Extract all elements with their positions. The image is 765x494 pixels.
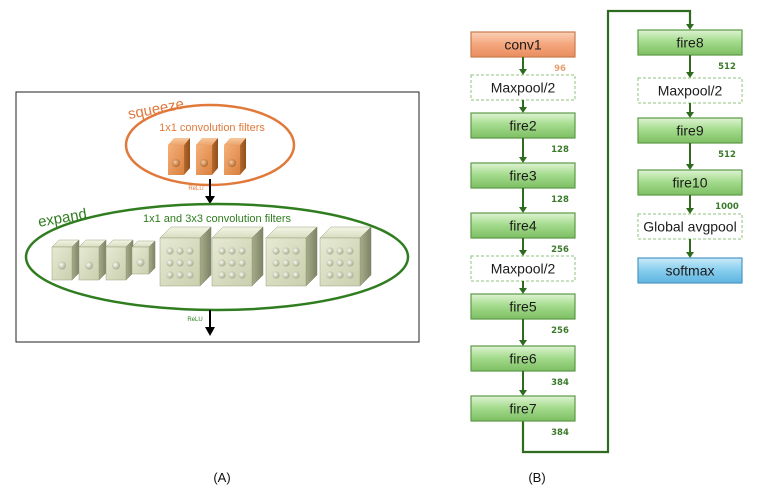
channel-count: 256 <box>551 245 569 255</box>
column-link-path <box>521 9 692 454</box>
arrowhead <box>686 252 694 258</box>
squeeze-filters <box>168 138 246 175</box>
layer-box <box>470 31 576 58</box>
layer-label: fire7 <box>509 401 536 417</box>
layer-fire7: fire7 384 <box>470 395 576 438</box>
channel-count: 128 <box>551 195 569 205</box>
relu-bottom-label: ReLU <box>187 317 202 323</box>
panel-b-caption: (B) <box>528 470 545 485</box>
layer-fire4: fire4 256 <box>470 212 576 256</box>
layer-label: fire5 <box>509 299 536 315</box>
layer-label: fire3 <box>509 168 536 184</box>
arrowhead <box>686 112 694 118</box>
layer-maxpool-1: Maxpool/2 <box>470 74 576 113</box>
layer-fire9: fire9 512 <box>637 117 743 170</box>
layer-label: fire4 <box>509 218 536 234</box>
channel-count: 384 <box>551 378 569 388</box>
layer-softmax: softmax <box>637 257 743 284</box>
layer-label: fire2 <box>509 118 536 134</box>
arrowhead <box>519 340 527 346</box>
layer-maxpool-2: Maxpool/2 <box>470 255 576 294</box>
layer-label: fire6 <box>509 351 536 367</box>
layer-fire5: fire5 256 <box>470 293 576 346</box>
expand-filter-cube <box>265 226 318 287</box>
squeeze-filters-label: 1x1 convolution filters <box>159 122 265 134</box>
expand-filters <box>51 226 372 287</box>
channel-count: 512 <box>718 150 736 160</box>
layer-label: fire10 <box>672 175 707 191</box>
layer-box <box>637 77 743 104</box>
panel-a-frame <box>15 91 420 343</box>
squeeze-filter-cube <box>168 138 190 175</box>
arrowhead <box>519 157 527 163</box>
layer-label: Global avgpool <box>643 219 736 235</box>
layer-conv1: conv1 96 <box>470 31 576 75</box>
panel-a-caption: (A) <box>213 470 230 485</box>
expand-filter-cube <box>51 239 80 281</box>
channel-count: 1000 <box>715 202 739 212</box>
expand-filter-cube <box>78 239 107 281</box>
layer-label: Maxpool/2 <box>491 261 556 277</box>
arrowhead <box>519 107 527 113</box>
expand-filter-cube <box>105 239 134 281</box>
layer-box <box>637 257 743 284</box>
layer-label: conv1 <box>504 37 542 53</box>
layer-fire2: fire2 128 <box>470 112 576 163</box>
layer-fire10: fire10 1000 <box>637 169 743 214</box>
layer-box <box>470 162 576 189</box>
layer-box <box>470 395 576 422</box>
expand-filters-label: 1x1 and 3x3 convolution filters <box>143 213 291 225</box>
arrowhead <box>519 288 527 294</box>
layer-fire8: fire8 512 <box>637 29 743 78</box>
layer-box <box>637 117 743 144</box>
layer-global-avgpool: Global avgpool <box>637 213 743 258</box>
expand-filter-cube <box>211 226 264 287</box>
panel-a: squeeze 1x1 convolution filters <box>15 91 420 485</box>
expand-filter-cube <box>319 226 372 287</box>
arrowhead <box>519 250 527 256</box>
layer-label: Maxpool/2 <box>491 80 556 96</box>
layer-fire6: fire6 384 <box>470 345 576 396</box>
layer-label: softmax <box>665 263 714 279</box>
arrowhead <box>686 72 694 78</box>
arrowhead <box>519 69 527 75</box>
layer-box <box>470 74 576 101</box>
layer-label: fire9 <box>676 123 703 139</box>
squeeze-filter-cube <box>224 138 246 175</box>
expand-ellipse <box>24 202 410 312</box>
layer-label: Maxpool/2 <box>658 83 723 99</box>
arrowhead <box>686 24 694 30</box>
layer-box <box>470 293 576 320</box>
channel-count: 96 <box>554 64 566 74</box>
relu-top-label: ReLU <box>188 186 203 192</box>
arrowhead <box>205 327 215 336</box>
layer-maxpool-3: Maxpool/2 <box>637 77 743 118</box>
arrowhead <box>205 196 215 204</box>
arrowhead <box>686 164 694 170</box>
layer-box <box>637 213 743 240</box>
channel-count: 256 <box>551 326 569 336</box>
arrowhead <box>519 207 527 213</box>
expand-filter-cube <box>131 240 156 275</box>
expand-filter-cube <box>159 226 212 287</box>
channel-count: 128 <box>551 145 569 155</box>
squeeze-filter-cube <box>196 138 218 175</box>
layer-label: fire8 <box>676 35 703 51</box>
layer-box <box>637 29 743 56</box>
channel-count: 512 <box>718 62 736 72</box>
network-column-2: fire8512Maxpool/2fire9512fire101000Globa… <box>637 29 743 284</box>
channel-count: 384 <box>551 428 569 438</box>
arrowhead <box>686 208 694 214</box>
arrowhead <box>519 390 527 396</box>
layer-fire3: fire3 128 <box>470 162 576 213</box>
